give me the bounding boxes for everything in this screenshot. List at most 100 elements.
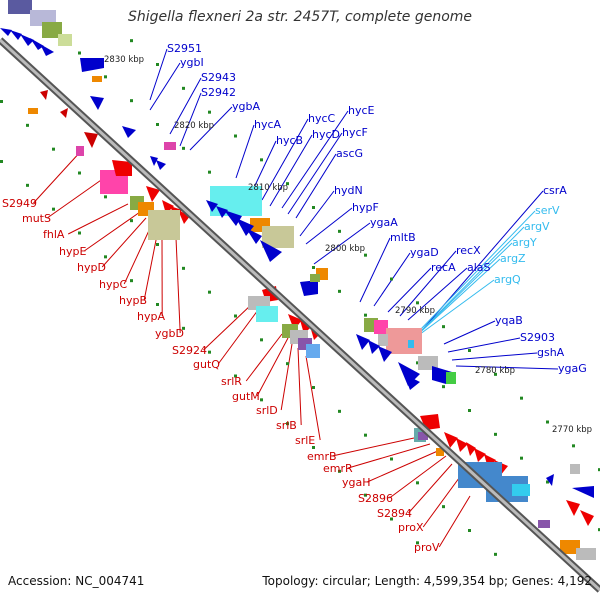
gene-label-reverse: hypA	[137, 310, 165, 323]
gene-label-forward: hycC	[308, 112, 336, 125]
label-leader	[46, 177, 105, 219]
gene-label-forward: hycA	[254, 118, 282, 131]
gene-label-reverse: gutQ	[193, 358, 220, 371]
rna-gene	[408, 340, 414, 348]
label-leader	[235, 124, 255, 179]
cog-block	[570, 464, 580, 474]
track-dot	[312, 446, 315, 449]
reverse-gene-arrow	[474, 448, 486, 462]
forward-gene-arrow	[246, 228, 262, 244]
track-dot	[416, 541, 419, 545]
gene-label-forward: S2951	[167, 42, 202, 55]
reverse-gene-arrow	[456, 438, 468, 452]
cog-block	[256, 306, 278, 322]
label-leader	[366, 449, 441, 483]
forward-gene-arrow	[398, 362, 420, 386]
gene-label-forward: ygbA	[232, 100, 260, 113]
gene-label-forward: S2903	[520, 331, 555, 344]
cog-block	[374, 320, 388, 334]
reverse-gene-arrow	[40, 90, 48, 100]
track-dot	[104, 75, 107, 79]
cog-block	[76, 146, 84, 156]
gene-features	[0, 0, 596, 560]
gene-label-forward: ygaA	[370, 216, 398, 229]
gene-label-reverse: ygbD	[155, 327, 184, 340]
gene-label-reverse: emrR	[323, 462, 353, 475]
label-leader	[313, 222, 371, 265]
gene-label-reverse: proV	[414, 541, 440, 554]
label-leader	[245, 333, 283, 382]
track-dot	[364, 433, 367, 437]
track-dot	[442, 325, 445, 329]
track-dot	[572, 444, 575, 448]
track-dot	[312, 386, 315, 389]
track-dot	[130, 219, 133, 223]
track-dot	[0, 160, 3, 163]
track-dot	[78, 231, 81, 235]
track-dot	[598, 528, 600, 532]
genome-backbone-highlight	[0, 38, 600, 592]
gene-label-forward: ygbI	[180, 56, 204, 69]
gene-label-forward: hycB	[276, 134, 303, 147]
track-dot	[182, 266, 185, 270]
gene-label-reverse: mutS	[22, 212, 51, 225]
track-dot	[234, 314, 237, 318]
label-leader	[299, 190, 335, 237]
forward-gene-arrow	[300, 280, 318, 296]
forward-gene-arrow	[30, 38, 44, 50]
track-dot	[286, 182, 289, 186]
forward-gene-arrow	[260, 240, 282, 262]
cog-block	[446, 372, 456, 384]
cog-block	[148, 210, 180, 240]
cog-block	[310, 274, 320, 282]
label-leader	[297, 347, 302, 426]
label-leader	[359, 237, 391, 303]
gene-label-reverse: hypD	[77, 261, 106, 274]
cog-block	[418, 432, 428, 440]
track-dot	[208, 350, 211, 354]
label-leader	[256, 337, 289, 397]
gene-labels: S2951ygbIS2943S2942ygbAhycAhycBhycChycDh…	[2, 42, 587, 554]
label-leader	[332, 437, 415, 457]
reverse-gene-arrow	[444, 432, 458, 448]
track-dot	[364, 253, 367, 257]
label-leader	[419, 210, 536, 331]
track-dot	[260, 158, 263, 162]
label-leader	[408, 463, 453, 514]
label-leader	[203, 303, 253, 351]
track-dot	[130, 279, 133, 283]
track-dot	[468, 529, 471, 532]
cog-block	[576, 548, 596, 560]
tick-label: 2810 kbp	[248, 183, 288, 193]
reverse-gene-arrow	[288, 314, 302, 330]
label-leader	[411, 279, 495, 341]
gene-label-reverse: ygaH	[342, 476, 371, 489]
track-dot	[338, 229, 341, 233]
label-leader	[413, 258, 501, 339]
track-dot	[78, 171, 81, 175]
track-dot	[390, 457, 393, 461]
label-leader	[67, 203, 129, 235]
gene-label-forward: S2942	[201, 86, 236, 99]
track-dot	[156, 123, 159, 126]
gene-label-reverse: gutM	[232, 390, 260, 403]
label-leader	[305, 207, 353, 245]
label-leader	[261, 118, 309, 201]
tick-label: 2790 kbp	[395, 306, 435, 316]
forward-gene-arrow	[80, 58, 104, 72]
track-dot	[312, 266, 315, 269]
label-leader	[269, 134, 313, 207]
track-dot	[494, 372, 497, 376]
forward-gene-arrow	[572, 486, 594, 498]
forward-gene-arrow	[546, 474, 554, 486]
cog-block	[8, 0, 32, 14]
track-dot	[208, 170, 211, 174]
label-leader	[179, 92, 202, 147]
label-leader	[280, 343, 293, 411]
forward-gene-arrow	[368, 340, 380, 354]
cog-block	[436, 448, 444, 456]
gene-label-rna: serV	[535, 204, 560, 217]
